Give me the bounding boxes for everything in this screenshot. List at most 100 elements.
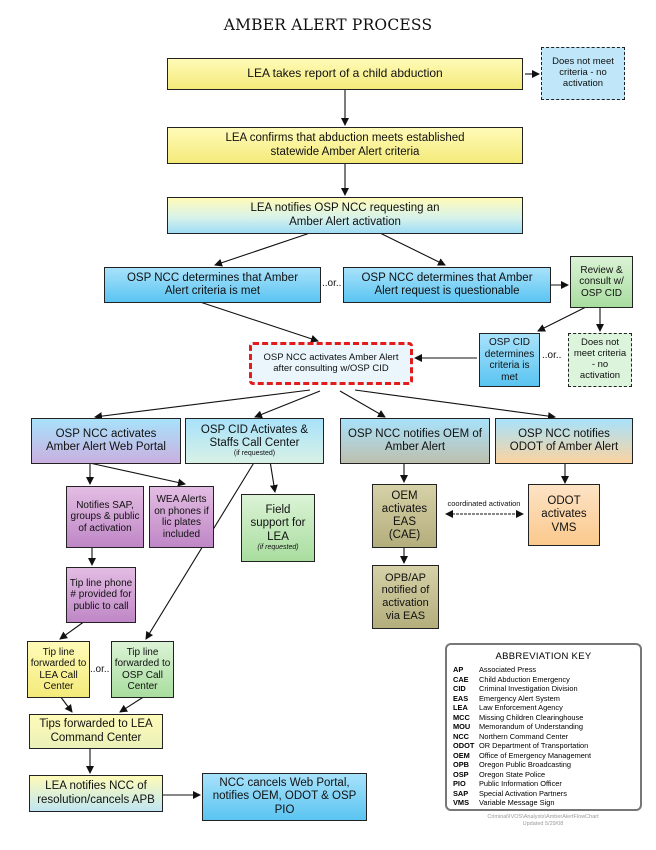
- abbreviation-meaning: Child Abduction Emergency: [479, 674, 570, 684]
- abbreviation-code: OEM: [453, 750, 470, 760]
- abbreviation-meaning: Criminal Investigation Division: [479, 684, 578, 693]
- abbreviation-meaning: Office of Emergency Management: [479, 750, 592, 760]
- opb-ap-text: OPB/AP notified of activation via EAS: [381, 571, 430, 622]
- tip-lea-box: Tip line forwarded to LEA Call Center: [27, 641, 90, 698]
- criteria-met-text: OSP NCC determines that Amber Alert crit…: [126, 271, 299, 297]
- notifies-osp-box: LEA notifies OSP NCC requesting an Amber…: [167, 197, 523, 234]
- odot-vms-box: ODOT activates VMS: [528, 484, 600, 546]
- coordinated-activation-label: coordinated activation: [447, 499, 521, 508]
- abbreviation-row: EAS Emergency Alert System: [453, 694, 634, 704]
- notifies-osp-line2: Amber Alert activation: [289, 215, 401, 228]
- report-abduction-text: LEA takes report of a child abduction: [247, 66, 443, 81]
- lea-resolution-box: LEA notifies NCC of resolution/cancels A…: [29, 775, 163, 812]
- notify-odot-box: OSP NCC notifies ODOT of Amber Alert: [495, 418, 633, 464]
- abbreviation-code: LEA: [453, 703, 468, 712]
- request-questionable-text: OSP NCC determines that Amber Alert requ…: [361, 271, 533, 297]
- abbreviation-code: EAS: [453, 693, 469, 703]
- tips-forwarded-text: Tips forwarded to LEA Command Center: [39, 718, 153, 744]
- abbreviation-meaning: Missing Children Clearinghouse: [479, 712, 584, 722]
- abbreviation-key-title: ABBREVIATION KEY: [495, 651, 592, 662]
- abbreviation-meaning: Emergency Alert System: [479, 693, 560, 703]
- tip-lea-text: Tip line forwarded to LEA Call Center: [30, 646, 87, 693]
- abbreviation-code: PIO: [453, 779, 466, 788]
- ncc-cancels-text: NCC cancels Web Portal, notifies OEM, OD…: [212, 777, 357, 816]
- call-center-note: (if requested): [233, 450, 276, 458]
- no-activation-box: Does not meet criteria - no activation: [541, 47, 625, 100]
- abbreviation-code: CID: [453, 684, 466, 693]
- wea-alerts-text: WEA Alerts on phones if lic plates inclu…: [154, 494, 209, 540]
- abbreviation-code: VMS: [453, 798, 470, 807]
- ncc-cancels-box: NCC cancels Web Portal, notifies OEM, OD…: [202, 773, 367, 821]
- abbreviation-meaning: Oregon Public Broadcasting: [479, 760, 572, 769]
- lea-resolution-text: LEA notifies NCC of resolution/cancels A…: [37, 780, 155, 806]
- abbreviation-code: MCC: [453, 712, 470, 722]
- criteria-met-box: OSP NCC determines that Amber Alert crit…: [104, 267, 321, 303]
- abbreviation-meaning: Associated Press: [479, 665, 537, 674]
- abbreviation-code: SAP: [453, 788, 469, 798]
- abbreviation-code: OPB: [453, 760, 470, 769]
- or-label-1: ..or..: [322, 278, 342, 289]
- abbreviation-row: OPB Oregon Public Broadcasting: [453, 760, 634, 770]
- opb-ap-box: OPB/AP notified of activation via EAS: [372, 565, 439, 629]
- tip-osp-text: Tip line forwarded to OSP Call Center: [114, 646, 171, 693]
- footer-note: Criminal\IVOS\Analysts\AmberAlertFlowCha…: [478, 814, 608, 828]
- notifies-sap-box: Notifies SAP, groups & public of activat…: [66, 486, 144, 548]
- odot-vms-text: ODOT activates VMS: [541, 495, 587, 534]
- abbreviation-meaning: Oregon State Police: [479, 769, 546, 779]
- abbreviation-meaning: Special Activation Partners: [479, 788, 567, 798]
- abbreviation-row: AP Associated Press: [453, 665, 634, 675]
- abbreviation-code: OSP: [453, 769, 469, 779]
- abbreviation-code: ODOT: [453, 741, 475, 750]
- or-label-3: ..or..: [90, 664, 110, 675]
- cid-criteria-met-box: OSP CID determines criteria is met: [479, 333, 540, 387]
- ncc-activates-center-text: OSP NCC activates Amber Alert after cons…: [263, 351, 399, 374]
- report-abduction-box: LEA takes report of a child abduction: [167, 58, 523, 90]
- no-activation-text: Does not meet criteria - no activation: [552, 56, 614, 89]
- abbreviation-row: NCC Northern Command Center: [453, 732, 634, 742]
- abbreviation-row: VMS Variable Message Sign: [453, 798, 634, 808]
- tip-osp-box: Tip line forwarded to OSP Call Center: [111, 641, 174, 698]
- call-center-box: OSP CID Activates & Staffs Call Center (…: [185, 418, 324, 464]
- web-portal-box: OSP NCC activates Amber Alert Web Portal: [31, 418, 181, 464]
- abbreviation-meaning: Variable Message Sign: [479, 798, 555, 807]
- notify-oem-text: OSP NCC notifies OEM of Amber Alert: [348, 427, 482, 453]
- field-support-note: (if requested): [257, 543, 299, 551]
- no-activation-text-2: Does not meet criteria - no activation: [573, 337, 627, 381]
- review-consult-box: Review & consult w/ OSP CID: [570, 256, 633, 308]
- abbreviation-meaning: Memorandum of Understanding: [479, 722, 583, 731]
- footer-updated: Updated 5/29/08: [522, 821, 564, 827]
- oem-eas-box: OEM activates EAS (CAE): [372, 484, 437, 548]
- abbreviation-row: MOU Memorandum of Understanding: [453, 722, 634, 732]
- wea-alerts-box: WEA Alerts on phones if lic plates inclu…: [149, 486, 214, 548]
- tip-line-text: Tip line phone # provided for public to …: [69, 577, 133, 612]
- review-consult-text: Review & consult w/ OSP CID: [579, 264, 624, 299]
- no-activation-box-2: Does not meet criteria - no activation: [568, 333, 632, 387]
- confirms-criteria-box: LEA confirms that abduction meets establ…: [167, 127, 523, 164]
- abbreviation-code: MOU: [453, 722, 471, 731]
- abbreviation-row: SAP Special Activation Partners: [453, 789, 634, 799]
- confirms-criteria-line1: LEA confirms that abduction meets establ…: [225, 132, 465, 145]
- notifies-osp-line1: LEA notifies OSP NCC requesting an: [250, 202, 440, 215]
- or-label-2: ..or..: [542, 350, 562, 361]
- notifies-sap-text: Notifies SAP, groups & public of activat…: [70, 499, 140, 534]
- tips-forwarded-box: Tips forwarded to LEA Command Center: [29, 714, 163, 749]
- abbreviation-meaning: Northern Command Center: [479, 731, 569, 741]
- oem-eas-text: OEM activates EAS (CAE): [381, 489, 428, 542]
- abbreviation-row: MCC Missing Children Clearinghouse: [453, 713, 634, 723]
- notify-odot-text: OSP NCC notifies ODOT of Amber Alert: [509, 427, 619, 453]
- call-center-text: OSP CID Activates & Staffs Call Center: [200, 423, 309, 449]
- page-title: AMBER ALERT PROCESS: [223, 16, 433, 34]
- confirms-criteria-line2: statewide Amber Alert criteria: [270, 145, 420, 158]
- abbreviation-row: OSP Oregon State Police: [453, 770, 634, 780]
- abbreviation-meaning: Law Enforcement Agency: [479, 703, 563, 712]
- ncc-activates-center-box: OSP NCC activates Amber Alert after cons…: [249, 342, 413, 385]
- abbreviation-code: AP: [453, 665, 464, 674]
- abbreviation-code: NCC: [453, 731, 470, 741]
- tip-line-box: Tip line phone # provided for public to …: [66, 567, 136, 623]
